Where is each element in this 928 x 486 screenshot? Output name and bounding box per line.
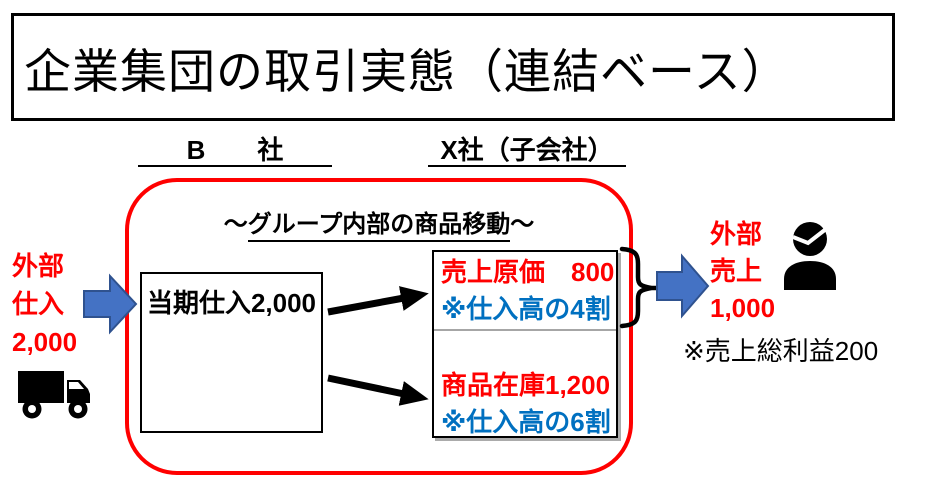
- external-sales-line3: 1,000: [710, 293, 776, 323]
- external-sales-line2: 売上: [710, 256, 763, 286]
- xco-box: 売上原価 800 ※仕入高の4割 商品在庫1,200 ※仕入高の6割: [432, 250, 618, 438]
- company-label-b: B 社: [138, 136, 332, 167]
- gross-profit-note: ※売上総利益200: [683, 336, 879, 366]
- group-heading: ～グループ内部の商品移動～: [129, 204, 629, 242]
- purchases-label: 当期仕入2,000: [146, 288, 317, 318]
- external-purchase-line3: 2,000: [12, 327, 78, 357]
- external-sales-line1: 外部: [710, 219, 763, 249]
- cogs-note: ※仕入高の4割: [441, 294, 611, 324]
- group-heading-tilde-right: ～: [510, 211, 535, 238]
- page-title: 企業集団の取引実態（連結ベース）: [24, 44, 790, 98]
- external-purchase-label: 外部 仕入 2,000: [12, 247, 112, 361]
- outflow-arrow: [656, 253, 710, 319]
- group-heading-tilde-left: ～: [223, 211, 248, 238]
- cogs-amount: 売上原価 800: [441, 257, 615, 287]
- inventory-section: 商品在庫1,200 ※仕入高の6割: [434, 331, 616, 441]
- external-purchase-line1: 外部: [12, 251, 65, 281]
- inventory-note: ※仕入高の6割: [441, 407, 611, 437]
- truck-icon: [18, 371, 90, 419]
- group-heading-underlined: グループ内部の商品移動: [247, 211, 511, 242]
- section-divider: [434, 329, 616, 331]
- inventory-amount: 商品在庫1,200: [441, 370, 611, 400]
- cogs-section: 売上原価 800 ※仕入高の4割: [434, 252, 616, 328]
- company-label-x: X社（子会社）: [428, 136, 626, 167]
- title-box: 企業集団の取引実態（連結ベース）: [11, 13, 895, 121]
- customer-icon: [784, 222, 836, 290]
- external-sales-label: 外部 売上 1,000: [710, 216, 800, 327]
- purchases-box: 当期仕入2,000: [140, 272, 323, 433]
- external-purchase-line2: 仕入: [12, 289, 65, 319]
